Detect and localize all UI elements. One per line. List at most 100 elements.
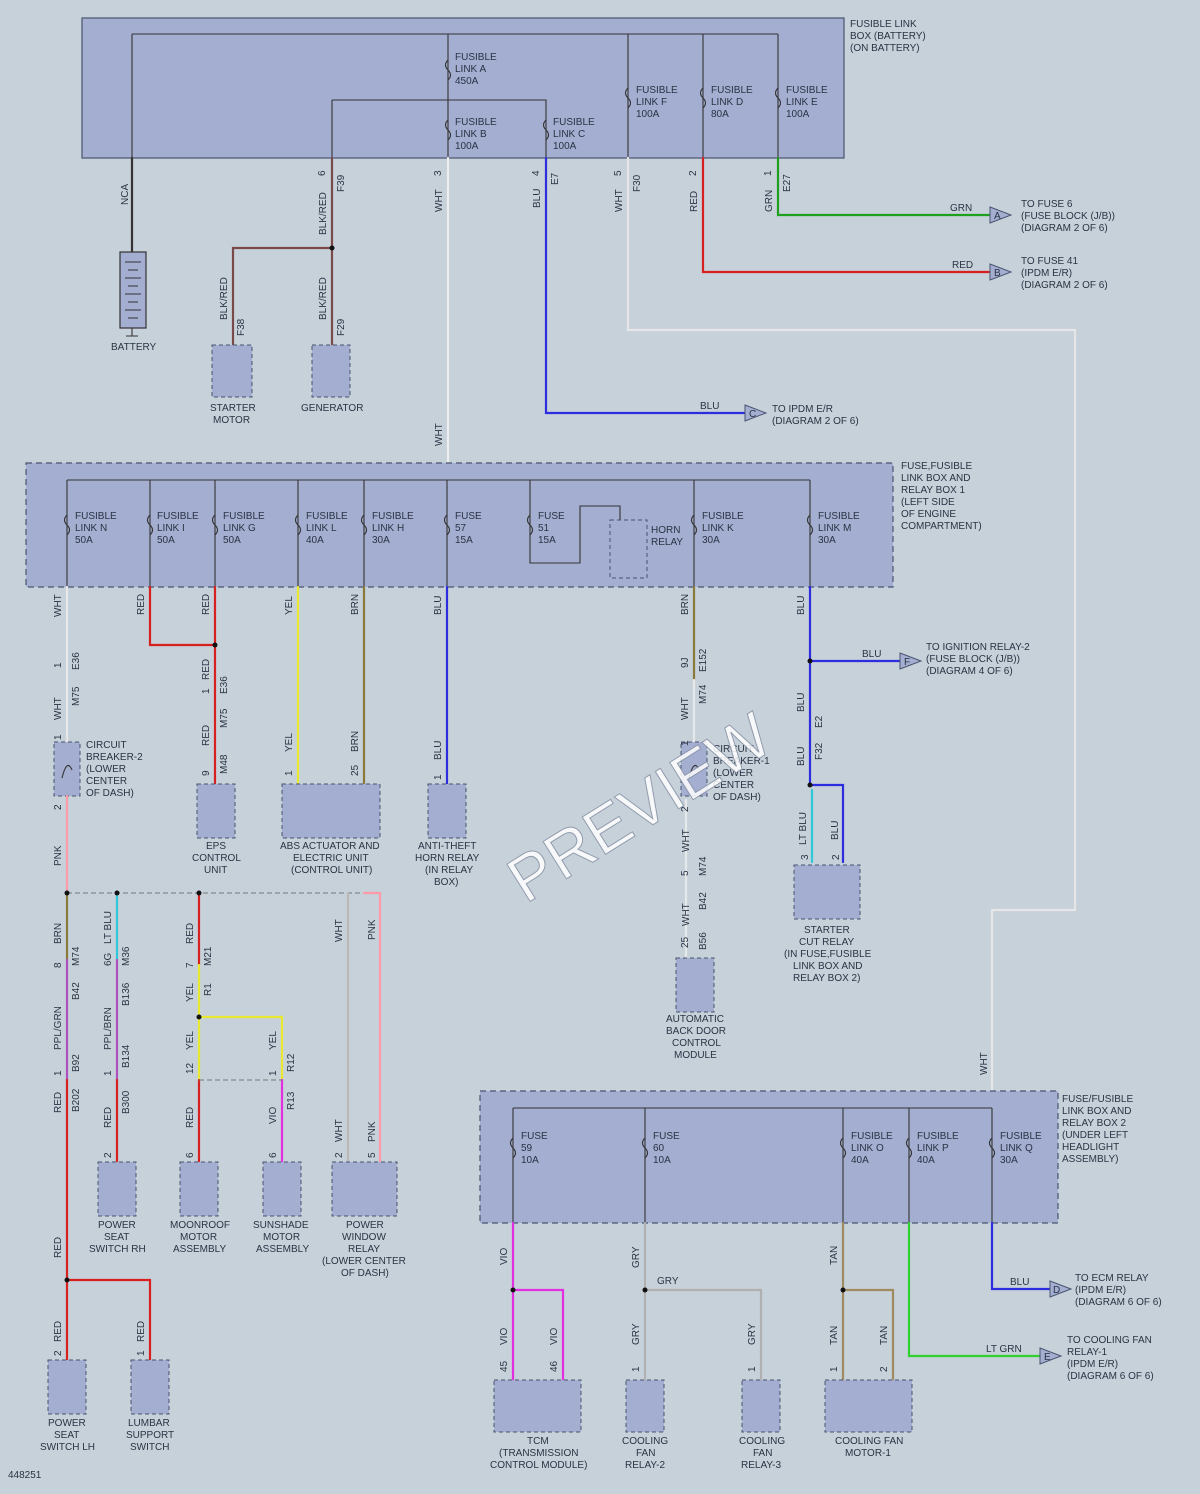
svg-text:LT BLU: LT BLU <box>798 812 809 845</box>
svg-text:WHT: WHT <box>681 829 692 852</box>
svg-text:5: 5 <box>680 870 691 876</box>
svg-text:LINK P: LINK P <box>917 1143 949 1154</box>
svg-text:2: 2 <box>831 854 842 860</box>
svg-text:1: 1 <box>136 1350 147 1356</box>
svg-text:FAN: FAN <box>636 1448 655 1459</box>
svg-text:3: 3 <box>433 170 444 176</box>
svg-text:(ON BATTERY): (ON BATTERY) <box>850 43 920 54</box>
svg-text:CENTER: CENTER <box>86 776 127 787</box>
svg-text:WHT: WHT <box>979 1052 990 1075</box>
svg-text:10A: 10A <box>521 1155 539 1166</box>
svg-text:FUSIBLE: FUSIBLE <box>711 85 753 96</box>
svg-text:40A: 40A <box>851 1155 869 1166</box>
svg-text:100A: 100A <box>455 141 479 152</box>
svg-text:RED: RED <box>53 1321 64 1342</box>
svg-text:PPL/BRN: PPL/BRN <box>103 1007 114 1050</box>
svg-text:30A: 30A <box>702 535 720 546</box>
svg-text:R13: R13 <box>286 1091 297 1110</box>
wire-red-fuse41 <box>701 156 992 274</box>
svg-text:(FUSE BLOCK (J/B)): (FUSE BLOCK (J/B)) <box>926 654 1020 665</box>
wire-ltgrn <box>907 1221 1042 1358</box>
svg-text:F: F <box>904 657 910 668</box>
svg-text:2: 2 <box>103 1152 114 1158</box>
svg-text:SEAT: SEAT <box>104 1232 129 1243</box>
svg-text:UNIT: UNIT <box>204 865 227 876</box>
svg-text:2: 2 <box>334 1152 345 1158</box>
svg-text:RED: RED <box>689 191 700 212</box>
svg-text:6: 6 <box>317 170 328 176</box>
svg-text:POWER: POWER <box>346 1220 384 1231</box>
cooling-fan-motor-1 <box>824 1379 913 1433</box>
svg-text:D: D <box>1053 1285 1060 1296</box>
svg-text:RED: RED <box>136 1321 147 1342</box>
wire-grn-fuse6 <box>776 156 992 217</box>
svg-text:SWITCH: SWITCH <box>130 1442 169 1453</box>
svg-text:M48: M48 <box>219 754 230 774</box>
svg-text:M74: M74 <box>698 856 709 876</box>
svg-text:30A: 30A <box>372 535 390 546</box>
svg-text:100A: 100A <box>553 141 577 152</box>
svg-text:WHT: WHT <box>334 1119 345 1142</box>
svg-text:450A: 450A <box>455 76 479 87</box>
svg-text:B56: B56 <box>698 932 709 950</box>
svg-text:WHT: WHT <box>681 903 692 926</box>
svg-text:80A: 80A <box>711 109 729 120</box>
svg-text:OF DASH): OF DASH) <box>713 792 761 803</box>
svg-text:1: 1 <box>284 770 295 776</box>
svg-text:LINK F: LINK F <box>636 97 667 108</box>
automatic-back-door-module <box>675 957 715 1013</box>
svg-text:RED: RED <box>201 594 212 615</box>
fuse-relay-box-2 <box>479 1090 1059 1224</box>
svg-text:OF ENGINE: OF ENGINE <box>901 509 956 520</box>
svg-text:5: 5 <box>367 1152 378 1158</box>
svg-text:(UNDER LEFT: (UNDER LEFT <box>1062 1130 1128 1141</box>
svg-text:FUSIBLE: FUSIBLE <box>157 511 199 522</box>
svg-text:FAN: FAN <box>753 1448 772 1459</box>
svg-text:R1: R1 <box>203 983 214 996</box>
svg-text:BLU: BLU <box>862 649 881 660</box>
svg-text:(LEFT SIDE: (LEFT SIDE <box>901 497 955 508</box>
svg-text:ASSEMBLY): ASSEMBLY) <box>1062 1154 1119 1165</box>
svg-text:2: 2 <box>879 1366 890 1372</box>
svg-text:9J: 9J <box>680 657 691 668</box>
svg-text:2: 2 <box>53 804 64 810</box>
svg-text:YEL: YEL <box>268 1031 279 1050</box>
svg-text:LINK Q: LINK Q <box>1000 1143 1033 1154</box>
svg-text:VIO: VIO <box>499 1248 510 1265</box>
svg-text:BLU: BLU <box>830 821 841 840</box>
svg-text:E2: E2 <box>814 715 825 728</box>
svg-text:1: 1 <box>268 1070 279 1076</box>
svg-text:TO COOLING FAN: TO COOLING FAN <box>1067 1335 1152 1346</box>
svg-text:GRN: GRN <box>950 203 972 214</box>
svg-text:FUSIBLE: FUSIBLE <box>455 117 497 128</box>
svg-text:LINK G: LINK G <box>223 523 256 534</box>
moonroof-motor <box>179 1161 219 1217</box>
wire-blu-m <box>808 585 902 864</box>
svg-text:LINK K: LINK K <box>702 523 734 534</box>
svg-text:RED: RED <box>136 594 147 615</box>
svg-text:COOLING FAN: COOLING FAN <box>835 1436 903 1447</box>
svg-text:FUSIBLE: FUSIBLE <box>786 85 828 96</box>
svg-text:NCA: NCA <box>120 184 131 205</box>
svg-text:GRY: GRY <box>657 1276 679 1287</box>
svg-text:RED: RED <box>185 1107 196 1128</box>
svg-text:57: 57 <box>455 523 467 534</box>
offpage-f: F TO IGNITION RELAY-2(FUSE BLOCK (J/B))(… <box>899 642 1030 677</box>
svg-text:COOLING: COOLING <box>622 1436 668 1447</box>
svg-text:LINK M: LINK M <box>818 523 851 534</box>
svg-text:B134: B134 <box>121 1044 132 1068</box>
svg-text:GENERATOR: GENERATOR <box>301 403 363 414</box>
svg-text:1: 1 <box>631 1366 642 1372</box>
svg-text:BLU: BLU <box>532 189 543 208</box>
svg-text:YEL: YEL <box>185 1031 196 1050</box>
svg-text:2: 2 <box>688 170 699 176</box>
svg-text:(CONTROL UNIT): (CONTROL UNIT) <box>291 865 372 876</box>
svg-text:E27: E27 <box>782 174 793 192</box>
svg-text:LT BLU: LT BLU <box>103 911 114 944</box>
svg-text:RELAY BOX 2: RELAY BOX 2 <box>1062 1118 1127 1129</box>
svg-text:CIRCUIT: CIRCUIT <box>713 744 754 755</box>
svg-text:F32: F32 <box>814 742 825 760</box>
svg-text:SUNSHADE: SUNSHADE <box>253 1220 309 1231</box>
